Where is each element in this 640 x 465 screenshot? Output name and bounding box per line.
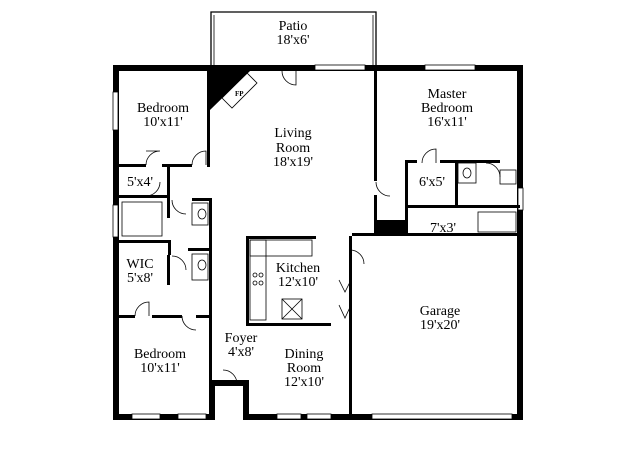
bedroom-1-name: Bedroom	[137, 101, 189, 116]
room-labels: Patio 18'x6' Bedroom 10'x11' Living Room…	[126, 19, 473, 390]
fireplace: FP	[210, 71, 258, 110]
dining-room-name-2: Room	[287, 361, 321, 376]
doors	[134, 70, 501, 385]
wic-size: 5'x8'	[127, 271, 153, 286]
master-bedroom-name: Master	[428, 87, 467, 102]
bedroom-2-name: Bedroom	[134, 347, 186, 362]
bedroom-2-size: 10'x11'	[140, 361, 180, 376]
wic-name: WIC	[126, 257, 153, 272]
fixtures	[121, 162, 517, 321]
master-bedroom-name-2: Bedroom	[421, 101, 473, 116]
kitchen-name: Kitchen	[276, 261, 320, 276]
master-bath-size: 7'x3'	[430, 221, 456, 236]
fireplace-label: FP	[235, 90, 244, 98]
living-room-name-2: Room	[276, 141, 310, 156]
garage-name: Garage	[420, 304, 460, 319]
master-closet-size: 6'x5'	[419, 175, 445, 190]
garage-size: 19'x20'	[420, 318, 460, 333]
interior-walls	[113, 71, 520, 420]
dining-room-size: 12'x10'	[284, 375, 324, 390]
master-bedroom-size: 16'x11'	[427, 115, 467, 130]
windows	[112, 64, 524, 420]
foyer-size: 4'x8'	[228, 345, 254, 360]
living-room-size: 18'x19'	[273, 155, 313, 170]
patio	[210, 11, 377, 68]
patio-name: Patio	[279, 19, 308, 34]
foyer-name: Foyer	[225, 331, 258, 346]
living-room-name: Living	[274, 126, 311, 141]
kitchen-size: 12'x10'	[278, 275, 318, 290]
closet-size: 5'x4'	[127, 175, 153, 190]
bedroom-1-size: 10'x11'	[143, 115, 183, 130]
patio-size: 18'x6'	[276, 33, 309, 48]
dining-room-name: Dining	[285, 347, 324, 362]
